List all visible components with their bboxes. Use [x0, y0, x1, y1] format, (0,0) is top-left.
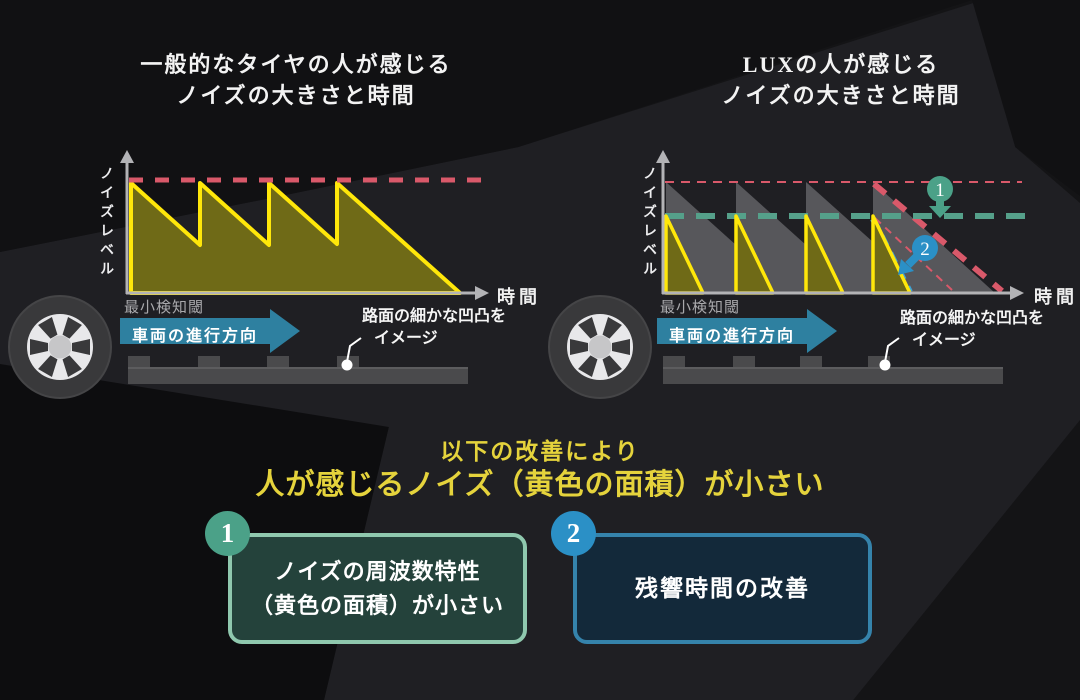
- right-chart-title: LUXの人が感じる ノイズの大きさと時間: [645, 49, 1037, 111]
- right-old-decay-dashed-line: [872, 181, 1004, 294]
- road-bump: [198, 356, 220, 368]
- right-direction-label: 車両の進行方向: [668, 328, 795, 345]
- badge-1-number: 1: [935, 180, 945, 201]
- road-bump: [800, 356, 822, 368]
- improvement-badge-1: 1: [205, 511, 250, 556]
- left-road-note-line1: 路面の細かな凹凸を: [362, 308, 507, 325]
- left-title-line1: 一般的なタイヤの人が感じる: [140, 52, 452, 77]
- badge-2-arrow-icon: [898, 259, 914, 275]
- improvement-2-line1: 残響時間の改善: [635, 575, 810, 601]
- right-y-axis-label: ノイズレベル: [641, 166, 656, 280]
- chart-badge-2: 2: [898, 235, 938, 275]
- right-x-axis-arrowhead: [1010, 286, 1024, 300]
- road-bump: [663, 356, 685, 368]
- left-direction-arrow-icon: [120, 309, 300, 353]
- right-callout-dot: [879, 359, 891, 371]
- left-threshold-label: 最小検知閾: [124, 300, 205, 316]
- right-road-note-line1: 路面の細かな凹凸を: [900, 310, 1045, 327]
- right-direction-arrow-icon: [657, 309, 837, 353]
- chart-badge-1: 1: [927, 176, 953, 218]
- left-title-line2: ノイズの大きさと時間: [176, 83, 416, 108]
- left-road-surface: [128, 337, 468, 384]
- improvement-1-line2: （黄色の面積）が小さい: [250, 592, 504, 618]
- summary-line1: 以下の改善により: [440, 439, 640, 464]
- improvement-1-line1: ノイズの周波数特性: [274, 558, 481, 584]
- left-y-axis-arrowhead: [120, 150, 134, 163]
- left-callout-line: [346, 337, 362, 363]
- left-chart-title: 一般的なタイヤの人が感じる ノイズの大きさと時間: [100, 49, 492, 111]
- improvement-box-2: 残響時間の改善: [573, 533, 872, 644]
- right-road-note-line2: イメージ: [912, 332, 976, 349]
- left-road-note: 路面の細かな凹凸を イメージ: [362, 306, 506, 350]
- right-threshold-label: 最小検知閾: [660, 300, 741, 316]
- road-bump: [733, 356, 755, 368]
- left-x-axis-arrowhead: [475, 286, 489, 300]
- badge-2-number: 2: [920, 239, 930, 260]
- right-noise-chart: 1 2: [656, 150, 1032, 300]
- left-tire-icon: [8, 295, 112, 399]
- right-title-line1: LUXの人が感じる: [742, 52, 940, 77]
- improvement-box-1: ノイズの周波数特性 （黄色の面積）が小さい: [228, 533, 527, 644]
- badge-1-arrow-icon: [929, 200, 951, 218]
- left-x-axis-label: 時間: [497, 287, 541, 307]
- left-sawtooth-area: [129, 181, 462, 295]
- right-shifted-decay-dashed-line: [874, 217, 953, 291]
- left-direction-label: 車両の進行方向: [131, 328, 258, 345]
- right-x-axis-label: 時間: [1034, 287, 1078, 307]
- left-noise-chart: [120, 150, 489, 300]
- right-y-axis-arrowhead: [656, 150, 670, 163]
- right-title-line2: ノイズの大きさと時間: [721, 83, 961, 108]
- right-callout-line: [884, 337, 900, 363]
- left-callout-dot: [341, 359, 353, 371]
- left-road-note-line2: イメージ: [374, 330, 438, 347]
- summary-line2: 人が感じるノイズ（黄色の面積）が小さい: [255, 469, 825, 501]
- road-bump: [267, 356, 289, 368]
- right-road-note: 路面の細かな凹凸を イメージ: [900, 308, 1044, 352]
- left-y-axis-label: ノイズレベル: [98, 166, 113, 280]
- road-bump: [128, 356, 150, 368]
- right-tire-icon: [548, 295, 652, 399]
- right-road-surface: [663, 337, 1003, 384]
- improvement-badge-2: 2: [551, 511, 596, 556]
